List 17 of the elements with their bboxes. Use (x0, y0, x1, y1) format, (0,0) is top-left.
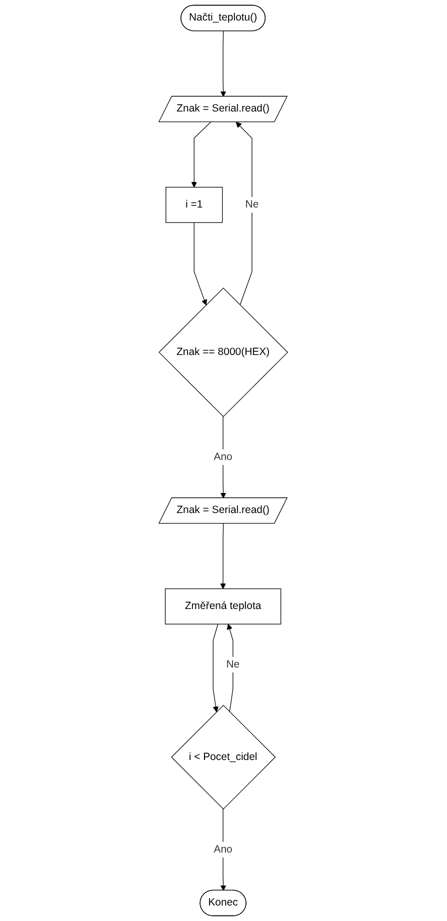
node-box: i =1 (166, 186, 223, 223)
arrow (220, 30, 226, 97)
arrow (227, 624, 234, 712)
edge-label: Ano (214, 451, 233, 462)
arrow (220, 523, 226, 589)
edge-label: Ano (214, 844, 233, 855)
arrow (220, 416, 226, 498)
arrow (194, 222, 208, 306)
arrow (191, 122, 212, 188)
node-diamond: Znak == 8000(HEX) (158, 288, 288, 418)
node-diamond: i < Pocet_cidel (171, 704, 276, 810)
edge-label: Ne (245, 199, 259, 210)
edge-label: Ne (226, 658, 240, 670)
arrow (236, 122, 253, 306)
arrow (213, 624, 219, 712)
arrow (220, 808, 226, 891)
node-box: Změřená teplota (165, 588, 282, 624)
